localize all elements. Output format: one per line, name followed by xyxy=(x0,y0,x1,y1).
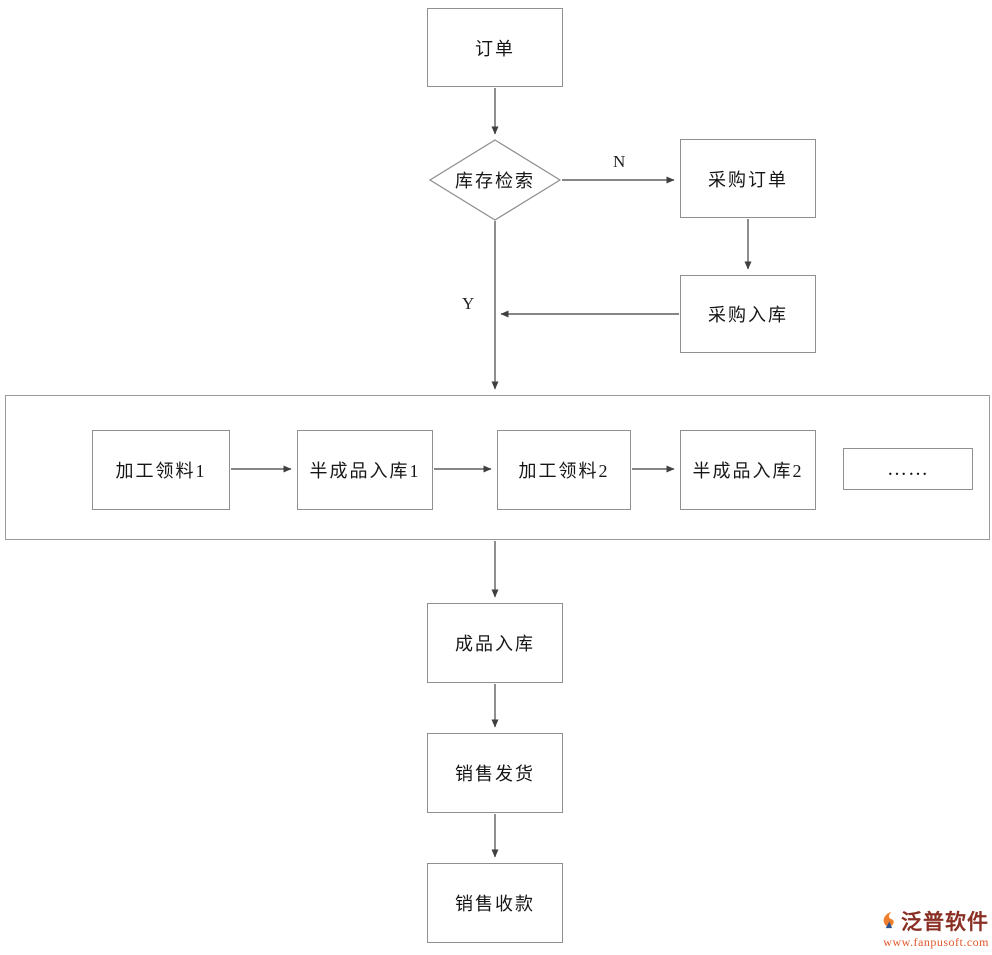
node-semi-finished-inbound-2: 半成品入库2 xyxy=(680,430,816,510)
node-semi-finished-inbound-1-label: 半成品入库1 xyxy=(309,461,421,481)
node-inventory-check-label: 库存检索 xyxy=(455,171,535,191)
fanpu-logo-icon xyxy=(878,910,898,935)
node-finished-inbound-label: 成品入库 xyxy=(455,634,535,654)
node-process-material-2: 加工领料2 xyxy=(497,430,631,510)
node-sales-receipt-label: 销售收款 xyxy=(455,894,535,914)
node-purchase-order-label: 采购订单 xyxy=(708,169,788,190)
edge-label-no: N xyxy=(613,152,626,171)
inventory-check-diamond-shape xyxy=(428,139,562,221)
node-sales-receipt: 销售收款 xyxy=(427,863,563,943)
node-process-material-2-label: 加工领料2 xyxy=(518,461,610,481)
node-process-material-1-label: 加工领料1 xyxy=(115,461,207,481)
node-process-material-1: 加工领料1 xyxy=(92,430,230,510)
node-order: 订单 xyxy=(427,8,563,87)
node-order-label: 订单 xyxy=(475,38,515,59)
node-finished-inbound: 成品入库 xyxy=(427,603,563,683)
production-band-container xyxy=(5,395,990,540)
node-sales-delivery-label: 销售发货 xyxy=(455,764,535,784)
node-sales-delivery: 销售发货 xyxy=(427,733,563,813)
brand-name: 泛普软件 xyxy=(901,909,989,934)
node-purchase-order: 采购订单 xyxy=(680,139,816,218)
node-purchase-inbound: 采购入库 xyxy=(680,275,816,353)
node-semi-finished-inbound-1: 半成品入库1 xyxy=(297,430,433,510)
brand-row: 泛普软件 xyxy=(878,910,989,935)
node-inventory-check: 库存检索 xyxy=(430,140,560,220)
node-semi-finished-inbound-2-label: 半成品入库2 xyxy=(692,461,804,481)
node-ellipsis-label: …… xyxy=(887,457,929,480)
brand-watermark: 泛普软件 www.fanpusoft.com xyxy=(878,910,989,949)
brand-url: www.fanpusoft.com xyxy=(883,934,989,949)
node-ellipsis: …… xyxy=(843,448,973,490)
node-purchase-inbound-label: 采购入库 xyxy=(708,305,788,325)
edge-label-yes: Y xyxy=(462,294,475,313)
